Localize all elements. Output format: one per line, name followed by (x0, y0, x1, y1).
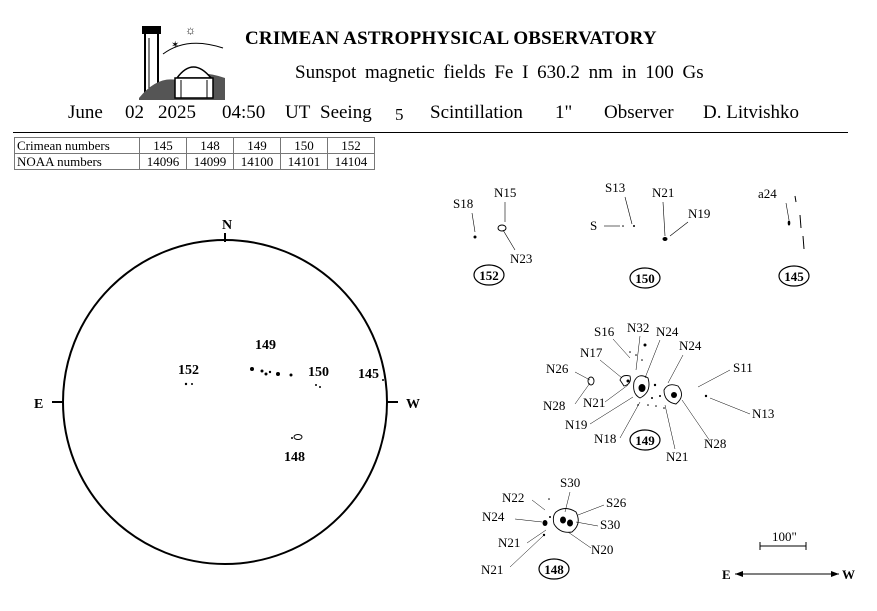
obs-year: 2025 (158, 102, 196, 123)
panel-label: N17 (580, 345, 603, 360)
observer-name: D. Litvishko (703, 102, 800, 123)
panel-label: N23 (510, 251, 532, 266)
panel-label: N24 (482, 509, 505, 524)
panel-label: N28 (704, 436, 726, 451)
row-label-noaa: NOAA numbers (14, 153, 140, 170)
panel-label: S30 (560, 475, 580, 490)
panel-id: 152 (479, 268, 499, 283)
panel-label: N26 (546, 361, 569, 376)
row-label-crimean: Crimean numbers (14, 137, 140, 154)
disk-region-148: 148 (284, 450, 305, 465)
panel-label: S13 (605, 180, 625, 195)
east-label: E (34, 397, 43, 412)
obs-day: 02 (125, 102, 144, 123)
panel-149: S16 N32 N24 N24 N17 N26 S11 N28 N21 N13 … (543, 320, 774, 464)
panel-label: N24 (679, 338, 702, 353)
page-subtitle: Sunspot magnetic fields Fe I 630.2 nm in… (295, 62, 704, 83)
panel-label: N24 (656, 324, 679, 339)
table-row: Crimean numbers 145 148 149 150 152 (14, 137, 375, 154)
panel-145: a24 145 (758, 186, 810, 287)
panel-label: N21 (652, 185, 674, 200)
solar-disk (62, 239, 388, 565)
panel-label: N19 (565, 417, 587, 432)
seeing-label: Seeing (320, 102, 372, 123)
panel-label: S30 (600, 517, 620, 532)
disk-region-150: 150 (308, 365, 329, 380)
region-numbers-table: Crimean numbers 145 148 149 150 152 NOAA… (14, 137, 375, 170)
panel-label: S (590, 218, 597, 233)
table-cell: 14101 (280, 153, 328, 170)
north-label: N (222, 218, 232, 233)
panel-label: N20 (591, 542, 613, 557)
panel-152: S18 N15 N23 152 (453, 185, 532, 286)
panel-label: S11 (733, 360, 753, 375)
scintillation-value: 1" (555, 102, 573, 123)
panel-label: N32 (627, 320, 649, 335)
disk-region-152: 152 (178, 363, 199, 378)
panel-id: 148 (544, 562, 564, 577)
panel-label: N21 (666, 449, 688, 464)
table-cell: 14104 (327, 153, 375, 170)
ut-label: UT (285, 102, 311, 123)
svg-text:✶: ✶ (171, 40, 179, 51)
panel-label: N15 (494, 185, 516, 200)
table-cell: 14099 (186, 153, 234, 170)
west-label: W (406, 397, 420, 412)
panel-id: 145 (784, 269, 804, 284)
arrow-east-label: E (722, 567, 731, 582)
observer-label: Observer (604, 102, 674, 123)
panel-label: N21 (583, 395, 605, 410)
panel-label: S26 (606, 495, 627, 510)
panel-label: N28 (543, 398, 565, 413)
panel-label: a24 (758, 186, 777, 201)
scale-label: 100" (772, 529, 797, 544)
obs-time: 04:50 (222, 102, 266, 123)
arrow-left-icon (735, 571, 743, 577)
panel-label: S16 (594, 324, 615, 339)
table-row: NOAA numbers 14096 14099 14100 14101 141… (14, 153, 375, 170)
table-cell: 148 (186, 137, 234, 154)
obs-month: June (68, 102, 103, 123)
panel-label: N21 (498, 535, 520, 550)
disk-region-149: 149 (255, 338, 276, 353)
scale-bar: 100" (759, 529, 807, 550)
table-cell: 150 (280, 137, 328, 154)
arrow-west-label: W (842, 567, 855, 582)
table-cell: 14096 (139, 153, 187, 170)
seeing-value: 5 (395, 105, 404, 124)
panel-label: N19 (688, 206, 710, 221)
panel-label: N13 (752, 406, 774, 421)
observatory-logo-drawing: ☼ ✶ (139, 23, 225, 100)
panel-id: 150 (635, 271, 655, 286)
panel-label: N22 (502, 490, 524, 505)
page-title: CRIMEAN ASTROPHYSICAL OBSERVATORY (245, 28, 657, 49)
panel-label: N21 (481, 562, 503, 577)
panel-150: S13 S N21 N19 150 (590, 180, 710, 289)
panel-label: S18 (453, 196, 473, 211)
arrow-right-icon (831, 571, 839, 577)
scintillation-label: Scintillation (430, 102, 523, 123)
disk-region-145: 145 (358, 367, 379, 382)
table-cell: 14100 (233, 153, 281, 170)
observatory-logo: ☼ ✶ (137, 18, 227, 102)
disk-spots (184, 367, 384, 440)
panel-148: S30 N22 S26 N24 S30 N21 N20 N21 148 (481, 475, 627, 580)
panel-label: N18 (594, 431, 616, 446)
table-cell: 149 (233, 137, 281, 154)
direction-arrow: E W (722, 567, 855, 582)
header-divider (13, 132, 848, 133)
svg-text:☼: ☼ (185, 23, 196, 37)
panel-id: 149 (635, 433, 655, 448)
